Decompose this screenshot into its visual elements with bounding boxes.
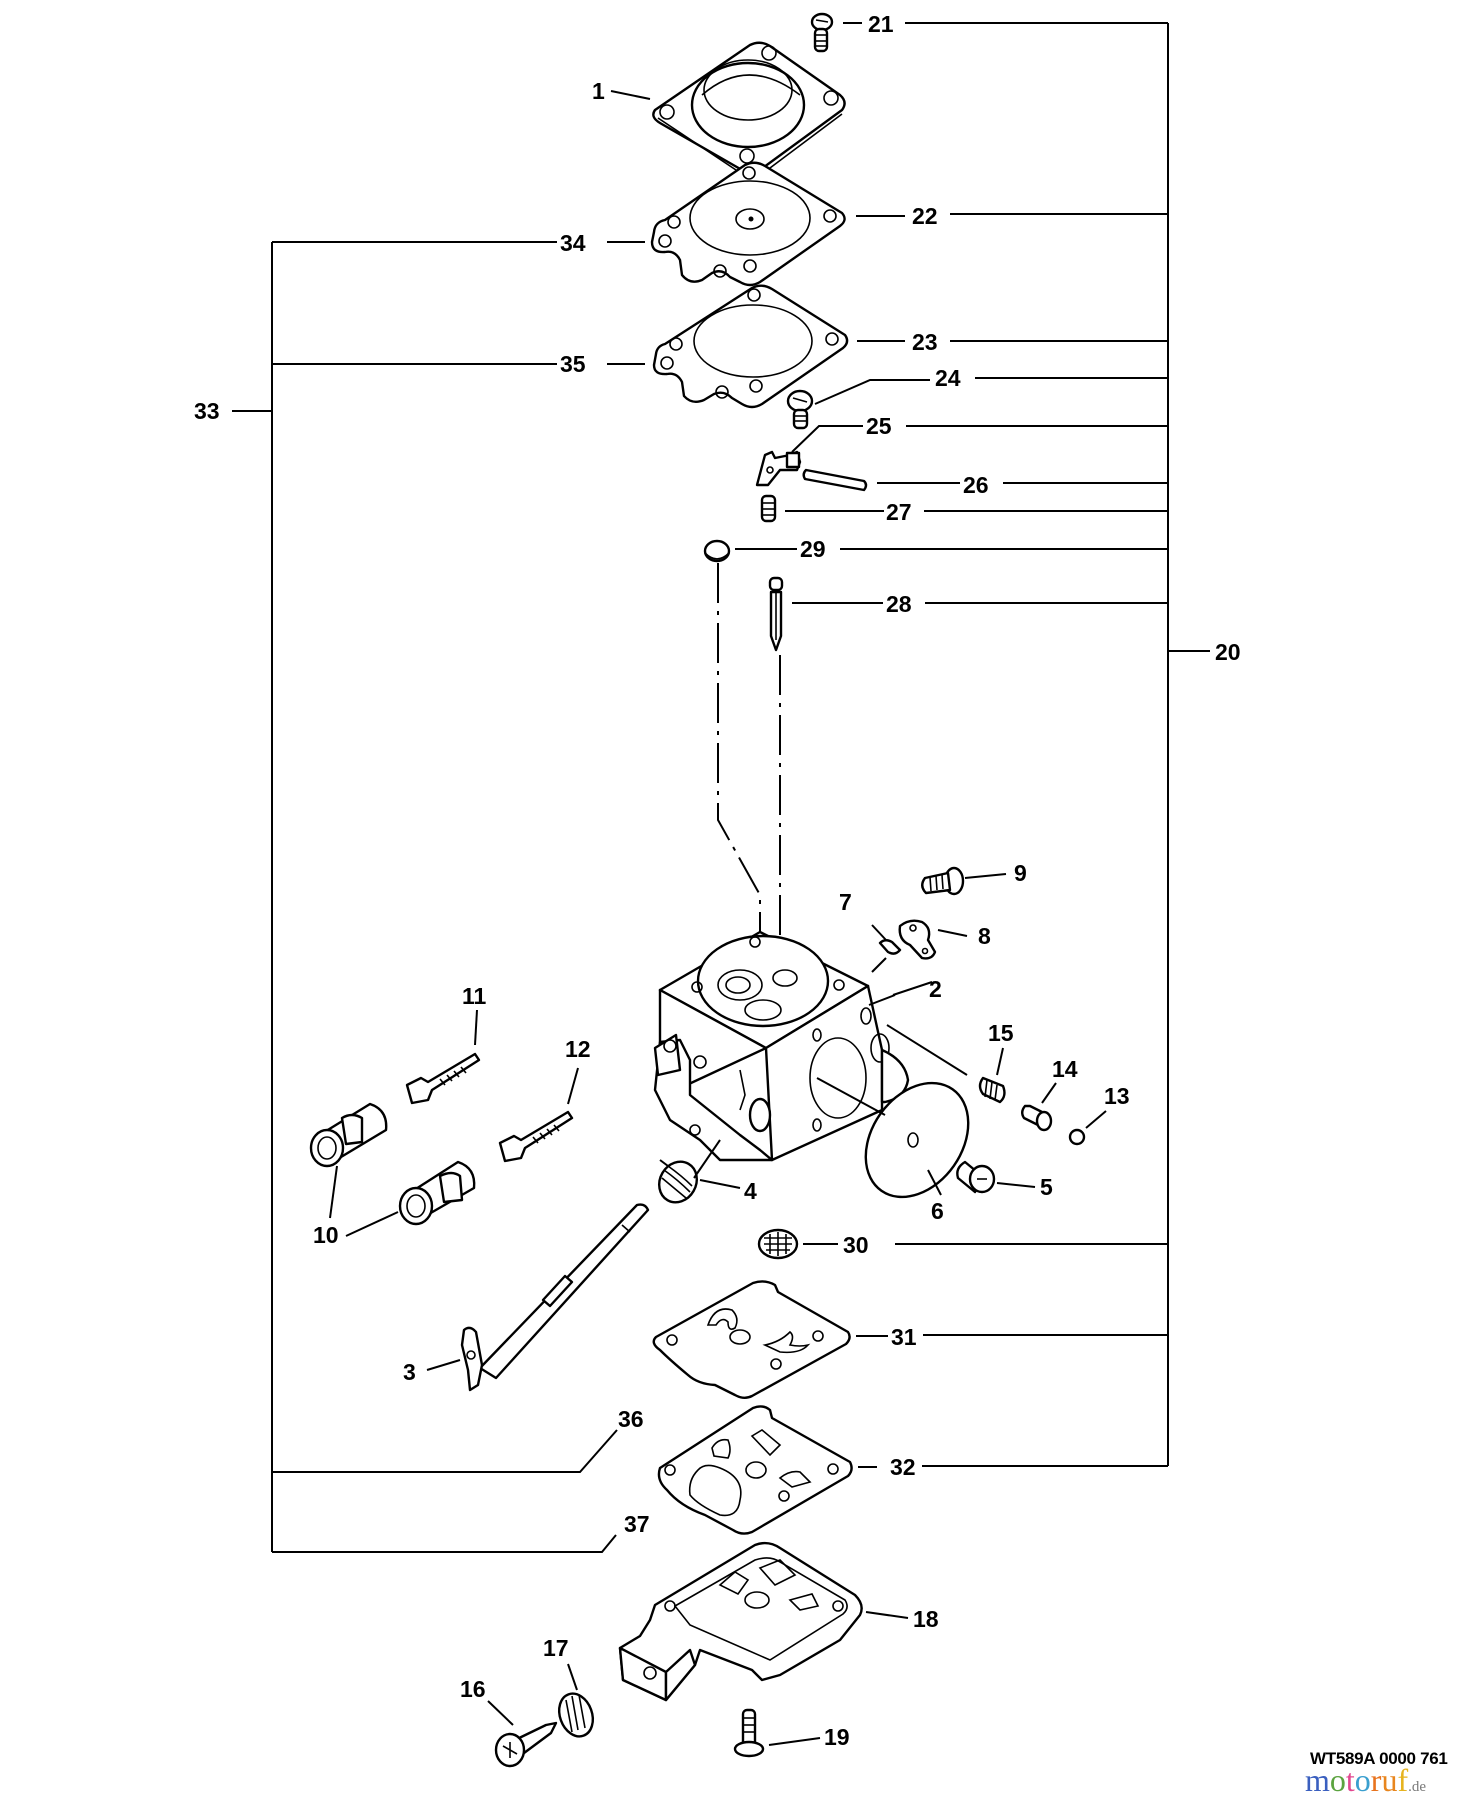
callout-5: 5 xyxy=(1040,1174,1053,1200)
callout-32: 32 xyxy=(890,1454,916,1480)
callout-28: 28 xyxy=(886,591,912,617)
part-24-screw[interactable] xyxy=(786,379,930,430)
part-8-throttle-lever[interactable] xyxy=(898,919,968,960)
callout-27: 27 xyxy=(886,499,912,525)
part-1-diaphragm-cover[interactable] xyxy=(610,41,846,178)
callout-25: 25 xyxy=(866,413,892,439)
callout-labels: 21 1 22 34 23 35 33 24 25 26 27 29 28 20… xyxy=(194,11,1241,1750)
callout-35: 35 xyxy=(560,351,586,377)
callout-20: 20 xyxy=(1215,639,1241,665)
kit-33-bracket xyxy=(232,241,618,1553)
part-16-idle-speed-screw[interactable] xyxy=(487,1700,558,1768)
part-4-return-spring[interactable] xyxy=(652,1139,741,1209)
callout-19: 19 xyxy=(824,1724,850,1750)
part-29-cap[interactable] xyxy=(703,539,797,1010)
callout-1: 1 xyxy=(592,78,605,104)
callout-13: 13 xyxy=(1104,1083,1130,1109)
part-12-main-needle[interactable] xyxy=(498,1067,579,1163)
part-5-screw[interactable] xyxy=(956,1160,1036,1194)
callout-14: 14 xyxy=(1052,1056,1078,1082)
part-14-pin[interactable] xyxy=(1021,1082,1057,1132)
callout-18: 18 xyxy=(913,1606,939,1632)
part-2-carburetor-body[interactable] xyxy=(653,930,933,1162)
callout-3: 3 xyxy=(403,1359,416,1385)
diagram-reference-code: WT589A 0000 761 xyxy=(1310,1749,1448,1768)
part-9-screw[interactable] xyxy=(921,866,1007,896)
part-6-throttle-valve[interactable] xyxy=(816,1063,989,1216)
part-25-lever[interactable] xyxy=(755,425,863,487)
part-28-inlet-needle[interactable] xyxy=(768,576,883,1010)
callout-26: 26 xyxy=(963,472,989,498)
callout-36: 36 xyxy=(618,1406,644,1432)
part-11-idle-needle[interactable] xyxy=(405,1009,481,1105)
part-30-filter-screen[interactable] xyxy=(757,1228,838,1260)
part-17-spring[interactable] xyxy=(553,1663,598,1741)
part-21-screw[interactable] xyxy=(810,12,862,53)
callout-30: 30 xyxy=(843,1232,869,1258)
callout-7: 7 xyxy=(839,889,852,915)
callout-6: 6 xyxy=(931,1198,944,1224)
callout-8: 8 xyxy=(978,923,991,949)
watermark-letter: m xyxy=(1305,1762,1330,1798)
callout-34: 34 xyxy=(560,230,586,256)
callout-2: 2 xyxy=(929,976,942,1002)
part-10-limiter-cap-lower[interactable] xyxy=(329,1160,476,1237)
callout-21: 21 xyxy=(868,11,894,37)
callout-23: 23 xyxy=(912,329,938,355)
watermark-letter: o xyxy=(1354,1762,1371,1798)
callout-31: 31 xyxy=(891,1324,917,1350)
part-26-pin[interactable] xyxy=(802,468,960,492)
part-23-gasket[interactable] xyxy=(607,284,905,409)
part-3-throttle-shaft[interactable] xyxy=(426,1203,650,1392)
callout-4: 4 xyxy=(744,1178,757,1204)
callout-37: 37 xyxy=(624,1511,650,1537)
part-7-e-clip[interactable] xyxy=(871,924,902,973)
callout-16: 16 xyxy=(460,1676,486,1702)
callout-33: 33 xyxy=(194,398,220,424)
callout-17: 17 xyxy=(543,1635,569,1661)
callout-29: 29 xyxy=(800,536,826,562)
watermark-suffix: .de xyxy=(1408,1779,1427,1795)
part-10-limiter-cap-upper[interactable] xyxy=(309,1102,388,1168)
part-22-diaphragm[interactable] xyxy=(607,161,905,287)
part-15-spring[interactable] xyxy=(886,1024,1006,1104)
watermark-logo: motoruf.de xyxy=(1305,1764,1426,1803)
part-27-spring[interactable] xyxy=(760,494,884,523)
watermark-letter: o xyxy=(1329,1762,1346,1798)
callout-11: 11 xyxy=(462,983,487,1009)
callout-24: 24 xyxy=(935,365,961,391)
part-19-screw[interactable] xyxy=(733,1708,821,1758)
callout-22: 22 xyxy=(912,203,938,229)
callout-12: 12 xyxy=(565,1036,591,1062)
part-18-pump-cover[interactable] xyxy=(618,1541,909,1702)
watermark-letter: r xyxy=(1370,1762,1382,1798)
watermark-letter: u xyxy=(1381,1762,1398,1798)
watermark-letter: f xyxy=(1397,1762,1409,1798)
kit-20-bracket xyxy=(840,22,1210,1467)
part-32-gasket[interactable] xyxy=(657,1405,877,1535)
callout-10: 10 xyxy=(313,1222,339,1248)
callout-15: 15 xyxy=(988,1020,1014,1046)
part-13-check-ball[interactable] xyxy=(1068,1110,1107,1146)
watermark-letter: t xyxy=(1345,1762,1355,1798)
part-31-gasket[interactable] xyxy=(652,1280,888,1399)
callout-9: 9 xyxy=(1014,860,1027,886)
